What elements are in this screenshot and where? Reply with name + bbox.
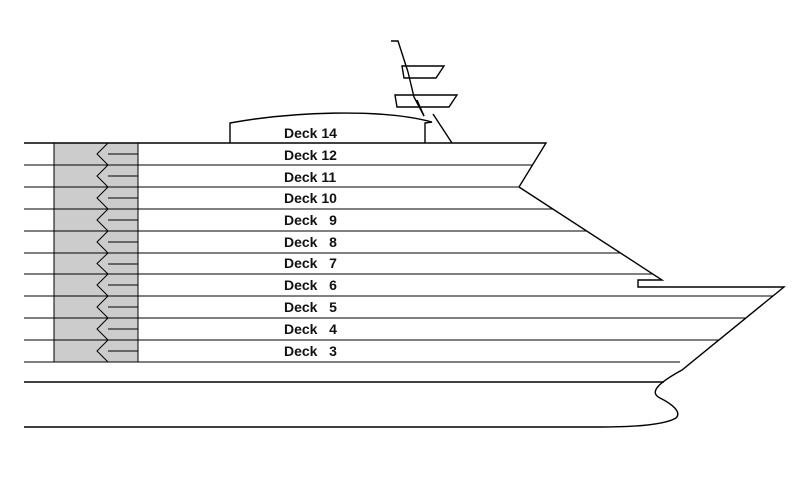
- radar-mast: [391, 40, 459, 144]
- stair-segment: [96, 273, 138, 297]
- deck-label[interactable]: Deck 3: [284, 343, 337, 359]
- deck-label[interactable]: Deck 6: [284, 277, 337, 293]
- deck-label[interactable]: Deck 4: [284, 321, 337, 337]
- deck-label[interactable]: Deck 5: [284, 299, 337, 315]
- hull-outline: [24, 142, 786, 428]
- stair-segment: [96, 186, 138, 210]
- top-deck-structure: [229, 112, 433, 143]
- deck-label[interactable]: Deck 7: [284, 255, 337, 271]
- deck-label[interactable]: Deck 11: [284, 169, 336, 185]
- stair-segment: [96, 208, 138, 232]
- deck-label[interactable]: Deck 10: [284, 190, 337, 206]
- deck-labels: Deck 14 Deck 12 Deck 11 Deck 10 Deck 9 D…: [284, 125, 337, 359]
- deck-lines: [24, 164, 773, 341]
- deck-label[interactable]: Deck 14: [284, 125, 337, 141]
- stair-segment: [96, 164, 138, 188]
- stair-segment: [96, 142, 138, 166]
- stair-segment: [96, 295, 138, 319]
- stair-segment: [96, 339, 138, 363]
- stair-segment: [96, 252, 138, 275]
- stair-segment: [96, 230, 138, 254]
- deck-label[interactable]: Deck 8: [284, 234, 337, 250]
- stair-segment: [96, 317, 138, 341]
- stair-pattern: [96, 142, 138, 363]
- deck-label[interactable]: Deck 12: [284, 147, 337, 163]
- deck-label[interactable]: Deck 9: [284, 212, 337, 228]
